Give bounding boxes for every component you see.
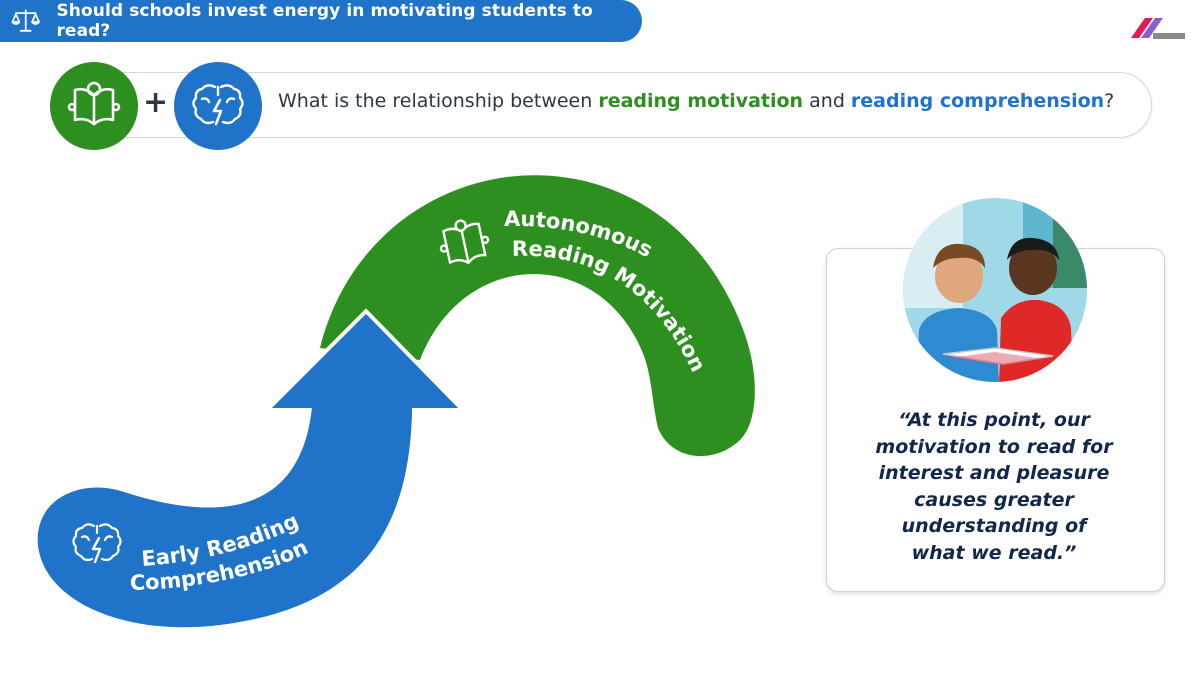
- students-reading-photo: [903, 198, 1087, 382]
- comprehension-circle: [174, 62, 262, 150]
- header-banner: Should schools invest energy in motivati…: [0, 0, 642, 42]
- brain-icon: [72, 523, 122, 564]
- quote-line: motivation to read for: [875, 435, 1113, 458]
- plus-sign: +: [143, 85, 169, 120]
- brain-icon: [192, 84, 244, 126]
- quote-line: causes greater: [914, 488, 1074, 511]
- brand-logo: [1131, 18, 1185, 39]
- quote-line: interest and pleasure: [878, 462, 1110, 484]
- question-prefix: What is the relationship between: [278, 90, 599, 112]
- question-middle: and: [803, 90, 851, 112]
- scale-icon: [11, 9, 40, 32]
- question-text: What is the relationship between reading…: [278, 90, 1114, 112]
- term-reading-motivation: reading motivation: [598, 90, 804, 112]
- quote-line: understanding of: [901, 515, 1087, 537]
- term-reading-comprehension: reading comprehension: [850, 90, 1105, 112]
- motivation-arc: [320, 175, 755, 457]
- motivation-circle: [50, 62, 138, 150]
- quote-line: what we read.”: [911, 541, 1077, 564]
- quote-line: “At this point, our: [898, 409, 1090, 431]
- book-icon: [439, 219, 490, 265]
- quote-text: “At this point, our motivation to read f…: [840, 407, 1148, 566]
- book-icon: [67, 81, 121, 126]
- page-title: Should schools invest energy in motivati…: [56, 1, 593, 41]
- question-suffix: ?: [1104, 90, 1115, 112]
